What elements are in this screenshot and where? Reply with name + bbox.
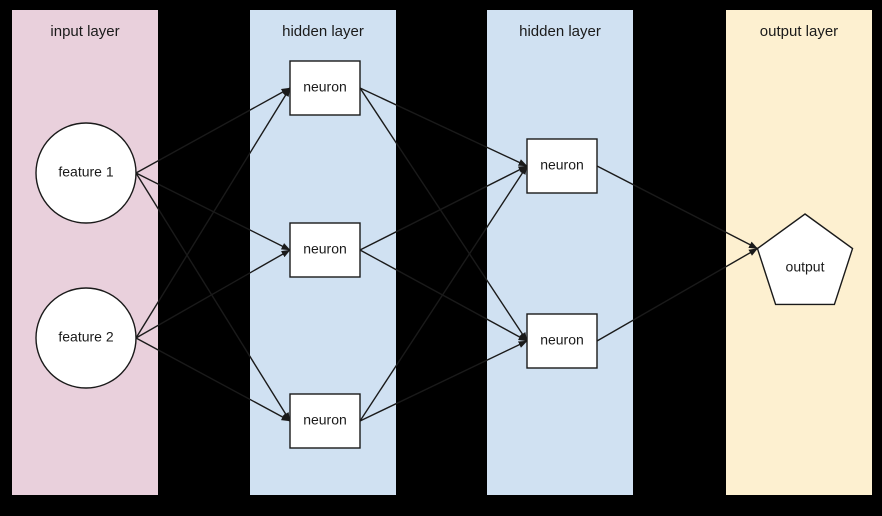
layer-title-output-layer: output layer [760, 23, 838, 40]
nodes-group: feature 1 feature 2 neuron neuron neuron neur… [35, 60, 854, 449]
connection-hidden-1-neuron-3-to-hidden-2-neuron-1 [359, 165, 528, 422]
layer-title-hidden-layer-1: hidden layer [282, 23, 364, 40]
node-label-hidden-1-neuron-2: neuron [303, 241, 347, 257]
node-shape-hidden-2-neuron-2 [526, 313, 598, 369]
connection-feature-2-to-hidden-1-neuron-1 [135, 87, 291, 339]
node-label-hidden-2-neuron-2: neuron [540, 332, 584, 348]
layer-panel-input-layer [12, 10, 158, 495]
node-label-feature-2: feature 2 [58, 329, 113, 345]
node-label-feature-1: feature 1 [58, 164, 113, 180]
node-hidden-1-neuron-3[interactable]: neuron [289, 393, 361, 449]
node-shape-hidden-1-neuron-2 [289, 222, 361, 278]
connection-feature-1-to-hidden-1-neuron-3 [135, 172, 291, 422]
layer-title-hidden-layer-2: hidden layer [519, 23, 601, 40]
node-shape-hidden-1-neuron-1 [289, 60, 361, 116]
node-hidden-2-neuron-2[interactable]: neuron [526, 313, 598, 369]
connection-hidden-1-neuron-2-to-hidden-2-neuron-1 [359, 165, 528, 251]
layer-title-input-layer: input layer [50, 23, 119, 40]
connection-hidden-2-neuron-1-to-output-node [596, 165, 758, 250]
layer-titles-group: input layer hidden layer hidden layer outpu… [50, 23, 838, 40]
connections-group [135, 87, 758, 422]
node-shape-hidden-2-neuron-1 [526, 138, 598, 194]
layer-panel-hidden-layer-2 [487, 10, 633, 495]
node-shape-feature-2 [35, 287, 137, 389]
connection-feature-2-to-hidden-1-neuron-2 [135, 249, 291, 339]
node-hidden-2-neuron-1[interactable]: neuron [526, 138, 598, 194]
connection-hidden-1-neuron-2-to-hidden-2-neuron-2 [359, 249, 528, 342]
node-hidden-1-neuron-1[interactable]: neuron [289, 60, 361, 116]
node-label-hidden-1-neuron-1: neuron [303, 79, 347, 95]
connection-hidden-2-neuron-2-to-output-node [596, 247, 758, 342]
node-output-node[interactable]: output [756, 213, 854, 306]
node-shape-output-node [756, 213, 854, 306]
node-label-output-node: output [786, 259, 825, 275]
connection-hidden-1-neuron-1-to-hidden-2-neuron-1 [359, 87, 528, 167]
node-feature-2[interactable]: feature 2 [35, 287, 137, 389]
connection-hidden-1-neuron-3-to-hidden-2-neuron-2 [359, 340, 528, 422]
connection-feature-2-to-hidden-1-neuron-3 [135, 337, 291, 422]
node-hidden-1-neuron-2[interactable]: neuron [289, 222, 361, 278]
node-label-hidden-2-neuron-1: neuron [540, 157, 584, 173]
node-label-hidden-1-neuron-3: neuron [303, 412, 347, 428]
node-shape-hidden-1-neuron-3 [289, 393, 361, 449]
connection-feature-1-to-hidden-1-neuron-1 [135, 87, 291, 174]
layer-panels-group [12, 10, 872, 495]
node-shape-feature-1 [35, 122, 137, 224]
connection-feature-1-to-hidden-1-neuron-2 [135, 172, 291, 251]
node-feature-1[interactable]: feature 1 [35, 122, 137, 224]
connection-hidden-1-neuron-1-to-hidden-2-neuron-2 [359, 87, 528, 342]
